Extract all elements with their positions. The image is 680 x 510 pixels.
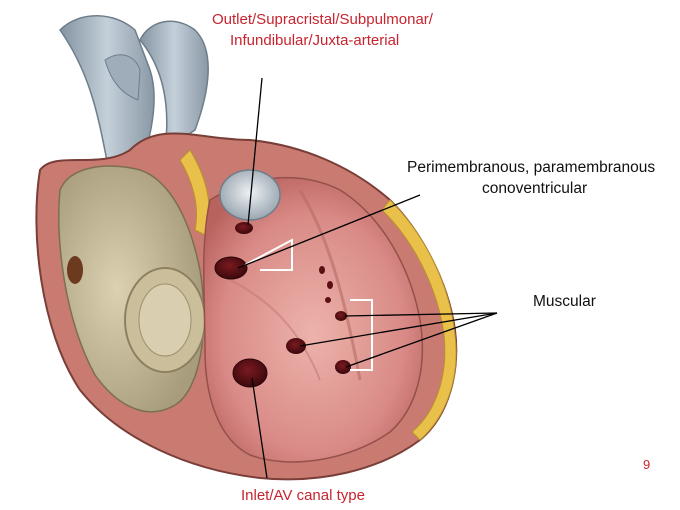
label-outlet-line2: Infundibular/Juxta-arterial <box>230 32 400 49</box>
label-inlet: Inlet/AV canal type <box>241 487 365 504</box>
defect-muscular-1 <box>335 311 347 321</box>
defect-perimembranous <box>214 256 248 280</box>
label-perimembranous-line2: conoventricular <box>482 180 588 197</box>
defect-muscular-3 <box>335 360 351 374</box>
leader-muscular-1 <box>344 312 498 317</box>
defect-muscular-2 <box>286 338 306 354</box>
pulmonary-valve <box>219 169 281 221</box>
leader-lines <box>237 77 498 479</box>
page-number: 9 <box>643 457 651 472</box>
label-outlet-line1: Outlet/Supracristal/Subpulmonar/ <box>212 11 433 28</box>
label-muscular: Muscular <box>533 293 596 310</box>
leader-inlet <box>251 377 268 479</box>
region-markers <box>244 238 373 371</box>
leader-outlet <box>247 77 263 226</box>
defect-outlet <box>235 222 253 234</box>
septal-defects <box>214 256 351 388</box>
atrium-chamber <box>58 165 206 413</box>
ventricle-septum <box>203 176 424 463</box>
leader-perimembranous <box>237 194 421 269</box>
leader-muscular-2 <box>299 312 498 347</box>
defect-inlet <box>232 358 268 388</box>
great-vessels <box>59 15 209 176</box>
label-perimembranous-line1: Perimembranous, paramembranous <box>407 159 656 176</box>
leader-muscular-3 <box>345 312 498 368</box>
